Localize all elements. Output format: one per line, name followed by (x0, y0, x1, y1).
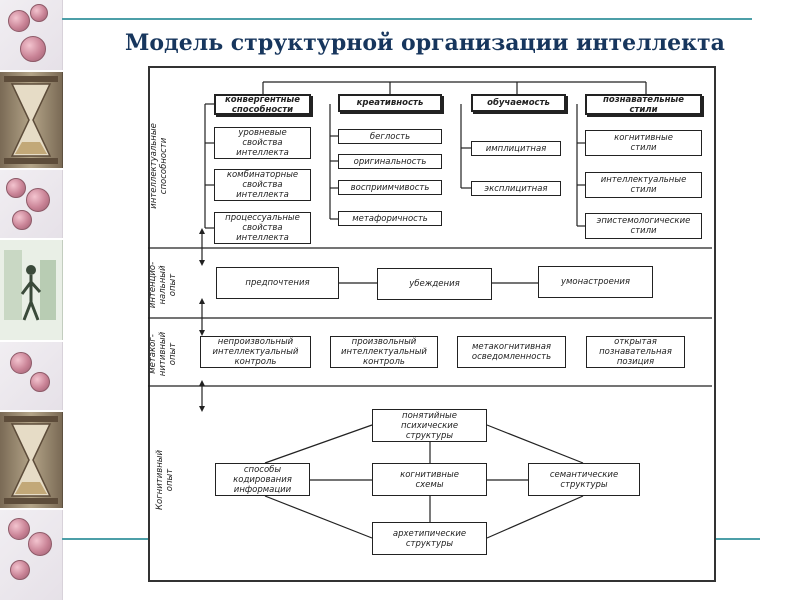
node-learnability: обучаемость (471, 94, 566, 112)
section-label-metacognitive-experience: метаког- нитивный опыт (148, 331, 178, 377)
gear-icon (20, 36, 46, 62)
node-metaphoricity: метафоричность (338, 211, 442, 226)
node-mindsets: умонастроения (538, 266, 653, 298)
hourglass-image (0, 72, 63, 168)
gear-icon (10, 352, 32, 374)
bottom-rule-left (62, 538, 148, 540)
node-archetypal-structures: архетипические структуры (372, 522, 487, 555)
gear-icon (6, 178, 26, 198)
bottom-rule-right (712, 538, 760, 540)
node-cognitive-schemes: когнитивные схемы (372, 463, 487, 496)
section-label-intentional-experience: интенцио- нальный опыт (148, 261, 178, 309)
figure-image (0, 240, 63, 340)
node-preferences: предпочтения (216, 267, 339, 299)
hourglass-icon (4, 416, 58, 504)
gear-icon (30, 372, 50, 392)
node-implicit: имплицитная (471, 141, 561, 156)
gears-image (0, 170, 63, 238)
gear-icon (8, 518, 30, 540)
node-combinatorial-properties: комбинаторные свойства интеллекта (214, 169, 311, 201)
node-cognitive-styles: познавательные стили (585, 94, 702, 115)
top-rule (62, 18, 752, 20)
hourglass-icon (4, 76, 58, 164)
node-level-properties: уровневые свойства интеллекта (214, 127, 311, 159)
node-procedural-properties: процессуальные свойства интеллекта (214, 212, 311, 244)
node-conceptual-structures: понятийные психические структуры (372, 409, 487, 442)
node-convergent-abilities: конвергентные способности (214, 94, 311, 115)
node-creativity: креативность (338, 94, 442, 112)
gears-image (0, 0, 63, 70)
walking-figure-icon (4, 250, 56, 321)
node-semantic-structures: семантические структуры (528, 463, 640, 496)
gear-icon (28, 532, 52, 556)
gear-icon (12, 210, 32, 230)
node-originality: оригинальность (338, 154, 442, 169)
node-fluency: беглость (338, 129, 442, 144)
node-involuntary-control: непроизвольный интеллектуальный контроль (200, 336, 311, 368)
node-explicit: эксплицитная (471, 181, 561, 196)
gear-icon (26, 188, 50, 212)
node-open-cognitive-position: открытая познавательная позиция (586, 336, 685, 368)
gear-icon (30, 4, 48, 22)
hourglass-image (0, 412, 63, 508)
node-encoding-methods: способы кодирования информации (215, 463, 310, 496)
node-receptivity: восприимчивость (338, 180, 442, 195)
section-label-cognitive-experience: Когнитивный опыт (155, 449, 175, 511)
gears-image (0, 342, 63, 410)
node-epistemological-styles: эпистемологические стили (585, 213, 702, 239)
node-metacognitive-awareness: метакогнитивная осведомленность (457, 336, 566, 368)
node-intellectual-styles: интеллектуальные стили (585, 172, 702, 198)
decorative-sidebar (0, 0, 63, 600)
section-label-intellectual-abilities: интеллектуальные способности (149, 123, 169, 209)
node-beliefs: убеждения (377, 268, 492, 300)
page-title: Модель структурной организации интеллект… (125, 30, 725, 56)
node-cognitive-styles-item: когнитивные стили (585, 130, 702, 156)
gears-image (0, 510, 63, 600)
gear-icon (8, 10, 30, 32)
gear-icon (10, 560, 30, 580)
node-voluntary-control: произвольный интеллектуальный контроль (330, 336, 438, 368)
